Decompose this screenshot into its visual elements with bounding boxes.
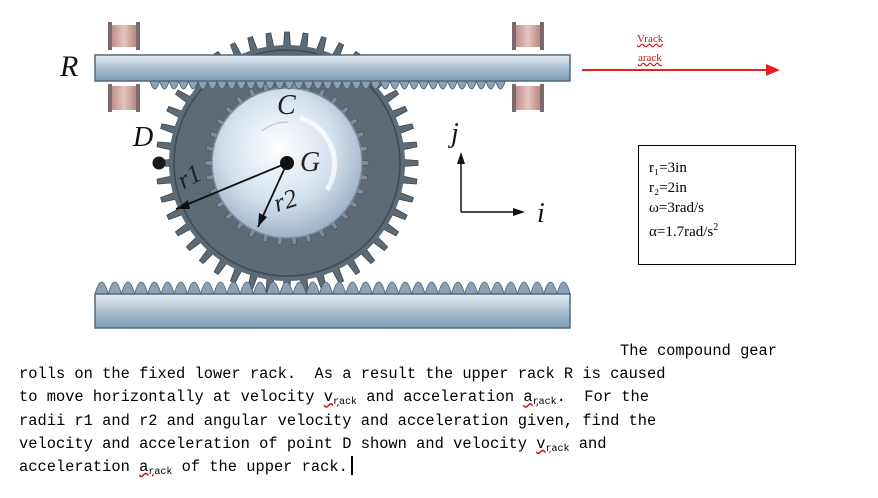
problem-line-3c: . For the: [556, 388, 649, 407]
lower-rack: [94, 281, 571, 329]
given-r1: r₁=3in: [649, 160, 687, 176]
problem-line-4: radii r1 and r2 and angular velocity and…: [19, 411, 657, 430]
upper-rack: [94, 54, 571, 90]
problem-line-6: acceleration arack of the upper rack.: [19, 455, 869, 479]
v-rack-term-2: vrack: [536, 434, 570, 455]
center-g-marker: [280, 156, 294, 170]
problem-line-5: velocity and acceleration of point D sho…: [19, 433, 869, 456]
label-center-g: G: [300, 147, 321, 178]
label-rack: R: [60, 50, 79, 83]
label-axis-j: j: [451, 118, 459, 149]
label-axis-i: i: [537, 198, 545, 229]
problem-line-5a: velocity and acceleration of point D sho…: [19, 434, 537, 453]
velocity-arrow: [582, 64, 780, 76]
problem-line-1: The compound gear: [620, 342, 778, 360]
coordinate-axes: [457, 152, 525, 216]
a-subscript: rack: [532, 397, 557, 409]
given-omega: ω=3rad/s: [649, 200, 704, 216]
given-alpha-base: α=1.7rad/s: [649, 224, 714, 240]
radius-lines: [175, 162, 288, 228]
v-subscript-2: rack: [545, 443, 570, 455]
problem-line-3a: to move horizontally at velocity: [19, 388, 324, 407]
a-rack-term: arack: [523, 388, 557, 409]
a-symbol-2: a: [139, 457, 149, 476]
problem-line-2: rolls on the fixed lower rack. As a resu…: [19, 365, 666, 384]
problem-line-6a: acceleration: [19, 457, 140, 476]
a-subscript-2: rack: [148, 466, 173, 478]
problem-line-3: to move horizontally at velocity vrack a…: [19, 386, 869, 409]
given-alpha: α=1.7rad/s2: [649, 218, 795, 242]
v-subscript: rack: [333, 397, 358, 409]
problem-line-5b: and: [569, 434, 607, 453]
problem-line-6b: of the upper rack.: [172, 457, 348, 476]
label-gear: C: [277, 90, 296, 121]
point-d-marker: [152, 156, 166, 170]
v-rack-term: vrack: [323, 388, 358, 409]
given-values-box: r₁=3in r₂=2in ω=3rad/s α=1.7rad/s2: [638, 145, 796, 265]
problem-statement[interactable]: The compound gear rolls on the fixed low…: [19, 340, 869, 479]
label-v-rack: Vrack: [637, 33, 664, 45]
given-alpha-exponent: 2: [713, 222, 719, 233]
a-rack-term-2: arack: [139, 457, 173, 478]
text-cursor: [350, 455, 353, 475]
v-symbol-2: v: [536, 434, 546, 453]
given-r2: r₂=2in: [649, 180, 687, 196]
rack-supports: [108, 22, 544, 112]
gear-rack-diagram: [94, 22, 780, 329]
a-symbol: a: [523, 388, 533, 407]
label-a-rack: arack: [638, 52, 662, 64]
v-symbol: v: [323, 388, 334, 407]
label-point-d: D: [133, 122, 154, 153]
problem-line-3b: and acceleration: [357, 388, 524, 407]
